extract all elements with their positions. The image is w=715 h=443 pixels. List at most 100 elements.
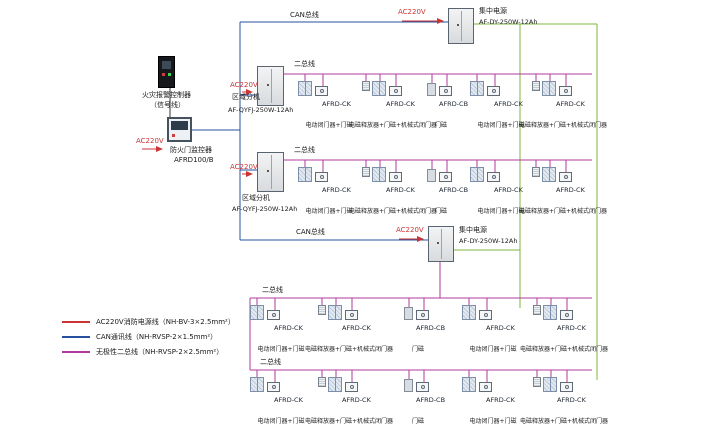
device-model-label: AFRD-CK <box>322 186 351 194</box>
device-model-label: AFRD-CK <box>342 396 371 404</box>
door-device-group: AFRD-CK 电磁释放器+门磁+机械式闭门器 <box>305 376 393 426</box>
device-desc-label: 电动闭门器+门磁 <box>305 208 353 215</box>
power1-model-label: AF-DY-250W-12Ah <box>479 18 538 26</box>
device-model-label: AFRD-CK <box>322 100 351 108</box>
door-device-group: AFRD-CK 电动闭门器+门磁 <box>298 166 360 216</box>
afrd-module-icon <box>487 172 500 182</box>
device-desc-label: 电动闭门器+门磁 <box>305 122 353 129</box>
electromagnetic-releaser-icon <box>318 305 326 315</box>
electromagnetic-releaser-icon <box>362 167 370 177</box>
device-desc-label: 电磁释放器+门磁+机械式闭门器 <box>348 122 438 129</box>
afrd-module-icon <box>267 382 280 392</box>
area2-model-label: AF-QYFJ-250W-12Ah <box>232 205 298 213</box>
electromagnetic-releaser-icon <box>318 377 326 387</box>
two-wire-bus-label-row1: 二总线 <box>294 60 315 68</box>
area2-power-label: AC220V <box>230 163 258 171</box>
fire-door-icon <box>372 81 386 96</box>
device-desc-label: 门磁 <box>434 122 448 129</box>
fire-door-icon <box>462 305 476 320</box>
device-model-label: AFRD-CK <box>342 324 371 332</box>
device-desc-label: 电动闭门器+门磁 <box>257 346 305 353</box>
legend-label: AC220V消防电源线（NH-BV-3×2.5mm²） <box>96 318 235 326</box>
module-dot-icon <box>443 175 448 179</box>
device-model-label: AFRD-CK <box>557 324 586 332</box>
device-icon-cluster <box>533 304 595 320</box>
device-icon-cluster <box>462 304 524 320</box>
fire-door-icon <box>298 167 312 182</box>
afrd-module-icon <box>560 310 573 320</box>
electromagnetic-releaser-icon <box>533 305 541 315</box>
module-dot-icon <box>319 89 324 93</box>
device-icon-cluster <box>533 376 595 392</box>
fire-door-icon <box>298 81 312 96</box>
afrd-module-icon <box>439 172 452 182</box>
device-model-label: AFRD-CK <box>386 100 415 108</box>
area-controller-2-cabinet-icon <box>257 152 284 192</box>
two-wire-bus-label-row4: 二总线 <box>260 358 281 366</box>
can-bus-label-top: CAN总线 <box>290 11 319 19</box>
device-model-label: AFRD-CK <box>494 100 523 108</box>
door-device-group: AFRD-CK 电磁释放器+门磁+机械式闭门器 <box>349 166 437 216</box>
door-device-group: AFRD-CB 门磁 <box>404 304 466 354</box>
door-device-group: AFRD-CK 电磁释放器+门磁+机械式闭门器 <box>305 304 393 354</box>
fire-door-icon <box>328 305 342 320</box>
fire-door-icon <box>543 305 557 320</box>
monitor-model-label: AFRD100/B <box>174 156 214 164</box>
device-desc-label: 电磁释放器+门磁+机械式闭门器 <box>304 346 394 353</box>
module-dot-icon <box>271 313 276 317</box>
device-desc-label: 电磁释放器+门磁+机械式闭门器 <box>519 418 609 425</box>
device-model-label: AFRD-CK <box>386 186 415 194</box>
device-icon-cluster <box>362 166 424 182</box>
afrd-module-icon <box>479 310 492 320</box>
power2-label: 集中电源 <box>459 226 487 234</box>
area-controller-1-cabinet-icon <box>257 66 284 106</box>
area1-label: 区域分机 <box>232 93 260 101</box>
door-device-group: AFRD-CK 电动闭门器+门磁 <box>462 376 524 426</box>
power1-label: 集中电源 <box>479 7 507 15</box>
power2-power-label: AC220V <box>396 226 424 234</box>
module-dot-icon <box>393 175 398 179</box>
device-desc-label: 电动闭门器+门磁 <box>257 418 305 425</box>
module-dot-icon <box>491 175 496 179</box>
fire-door-icon <box>543 377 557 392</box>
fire-door-icon <box>250 305 264 320</box>
door-device-group: AFRD-CK 电动闭门器+门磁 <box>250 376 312 426</box>
legend-label: 无极性二总线（NH-RVSP-2×2.5mm²） <box>96 348 224 356</box>
legend-line <box>62 321 90 323</box>
fire-door-icon <box>250 377 264 392</box>
module-dot-icon <box>443 89 448 93</box>
door-device-group: AFRD-CK 电磁释放器+门磁+机械式闭门器 <box>349 80 437 130</box>
device-icon-cluster <box>250 304 312 320</box>
device-desc-label: 门磁 <box>434 208 448 215</box>
can-bus-label-mid: CAN总线 <box>296 228 325 236</box>
area1-power-label: AC220V <box>230 81 258 89</box>
device-model-label: AFRD-CK <box>557 396 586 404</box>
fire-door-icon <box>372 167 386 182</box>
power1-power-label: AC220V <box>398 8 426 16</box>
monitor-power-label: AC220V <box>136 137 164 145</box>
afrd-module-icon <box>439 86 452 96</box>
door-device-group: AFRD-CK 电动闭门器+门磁 <box>470 166 532 216</box>
device-desc-label: 门磁 <box>411 418 425 425</box>
door-magnet-icon <box>404 379 413 392</box>
afrd-module-icon <box>315 172 328 182</box>
afrd-module-icon <box>479 382 492 392</box>
device-desc-label: 电动闭门器+门磁 <box>469 418 517 425</box>
device-desc-label: 电磁释放器+门磁+机械式闭门器 <box>348 208 438 215</box>
afrd-module-icon <box>345 382 358 392</box>
device-model-label: AFRD-CK <box>556 100 585 108</box>
afrd-module-icon <box>345 310 358 320</box>
device-model-label: AFRD-CB <box>439 186 469 194</box>
fire-door-icon <box>542 81 556 96</box>
device-desc-label: 电磁释放器+门磁+机械式闭门器 <box>304 418 394 425</box>
device-model-label: AFRD-CK <box>486 396 515 404</box>
module-dot-icon <box>563 175 568 179</box>
afrd-module-icon <box>389 86 402 96</box>
device-desc-label: 电动闭门器+门磁 <box>469 346 517 353</box>
two-wire-bus-label-row3: 二总线 <box>262 286 283 294</box>
afrd-module-icon <box>559 172 572 182</box>
device-desc-label: 电动闭门器+门磁 <box>477 208 525 215</box>
device-desc-label: 电磁释放器+门磁+机械式闭门器 <box>518 122 608 129</box>
afrd-module-icon <box>389 172 402 182</box>
